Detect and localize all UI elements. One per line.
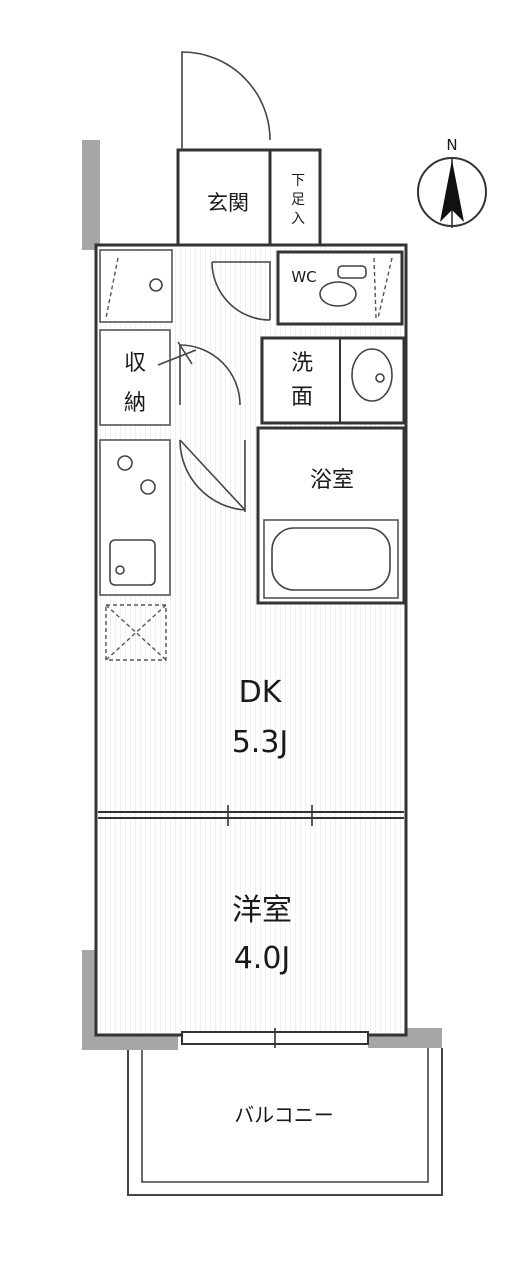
balcony-inner (141, 1048, 429, 1183)
bathtub-frame (263, 519, 399, 599)
hall-doors (179, 261, 271, 512)
stove-burner-2 (140, 479, 156, 495)
toilet-room: WC (276, 250, 404, 326)
dk-door-arc (179, 439, 246, 511)
washroom: 洗 面 (260, 336, 406, 451)
fridge-space (105, 604, 167, 661)
shoe-label-1: 下 (291, 173, 305, 189)
shoe-storage-label: 下 足 入 (291, 173, 305, 227)
bathtub-basin (271, 527, 391, 591)
cabinet-dash (105, 257, 119, 319)
bathroom-label: 浴室 (310, 468, 354, 493)
balcony: バルコニー (127, 1048, 443, 1196)
washroom-label-1: 洗 (291, 351, 313, 376)
storage-room: 収 納 (99, 329, 197, 426)
sink-drain (115, 565, 125, 575)
kitchen-sink (109, 539, 156, 586)
faucet-circle (149, 278, 163, 292)
entry-door (181, 51, 271, 150)
entrance-label: 玄関 (207, 191, 249, 215)
wash-basin (351, 348, 393, 402)
kitchen-counter (99, 439, 171, 596)
balcony-window (181, 1028, 369, 1048)
storage-box (99, 329, 171, 426)
storage-label-2: 納 (124, 391, 146, 416)
entrance-block (176, 148, 272, 247)
basin-drain (375, 373, 385, 383)
compass-needle-icon (440, 160, 464, 222)
sliding-partition (98, 805, 404, 826)
stove-burner-1 (117, 455, 133, 471)
compass-label: N (446, 136, 457, 154)
dk-name: DK (239, 675, 283, 710)
storage-label-1: 収 (124, 351, 146, 376)
shoe-label-2: 足 (291, 192, 305, 208)
storage-arrow (157, 341, 197, 366)
western-room: 洋室 4.0J (232, 893, 292, 976)
hall-door-2-arc (179, 344, 241, 406)
dk-door (179, 439, 246, 511)
toilet-label: WC (291, 268, 316, 286)
toilet-dash (373, 257, 393, 319)
kitchen (99, 439, 171, 661)
western-room-size: 4.0J (234, 941, 291, 976)
compass: N (417, 136, 487, 228)
left-wall-upper (82, 140, 100, 250)
toilet-tank (337, 265, 367, 279)
shoe-label-3: 入 (291, 211, 305, 227)
dk-size: 5.3J (232, 725, 289, 760)
balcony-label: バルコニー (234, 1103, 334, 1127)
western-room-name: 洋室 (232, 893, 292, 928)
shoe-block (268, 148, 322, 247)
upper-left-cabinet (99, 249, 173, 323)
toilet-box (276, 250, 404, 326)
hall-door-1 (212, 261, 271, 320)
bathroom: 浴室 (256, 426, 406, 605)
washroom-label-2: 面 (291, 385, 313, 410)
dk-room: DK 5.3J (232, 675, 289, 760)
balcony-outline (127, 1048, 443, 1196)
hall-door-1-arc (211, 261, 271, 321)
toilet-bowl (319, 281, 357, 307)
